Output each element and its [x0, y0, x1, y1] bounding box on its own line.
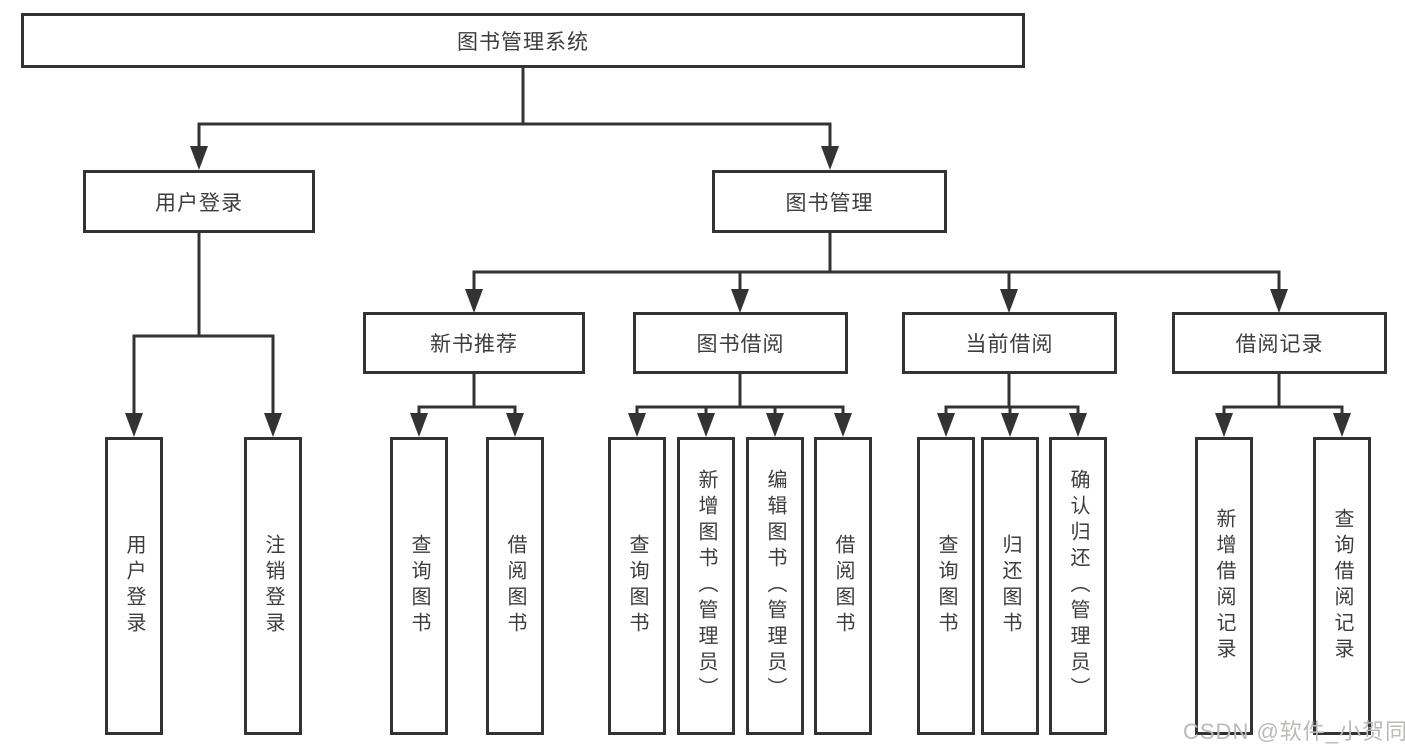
leaf-label: 确认归还（管理员）	[1067, 469, 1089, 703]
leaf-label: 用户登录	[123, 534, 145, 638]
leaf-edit-books-admin: 编辑图书（管理员）	[746, 437, 804, 735]
arrow-down-icon	[465, 289, 483, 313]
arrow-down-icon	[937, 413, 955, 437]
leaf-confirm-return-admin: 确认归还（管理员）	[1049, 437, 1107, 735]
leaf-label: 新增借阅记录	[1213, 508, 1235, 664]
leaf-label: 借阅图书	[832, 534, 854, 638]
leaf-logout: 注销登录	[244, 437, 302, 735]
leaf-borrow-books-recommend: 借阅图书	[486, 437, 544, 735]
node-label: 新书推荐	[430, 333, 518, 356]
arrow-down-icon	[264, 413, 282, 437]
arrow-down-icon	[1000, 289, 1018, 313]
arrow-down-icon	[190, 146, 208, 170]
node-label: 借阅记录	[1235, 333, 1324, 356]
leaf-user-login: 用户登录	[105, 437, 163, 735]
leaf-add-borrow-record: 新增借阅记录	[1195, 437, 1253, 735]
arrow-down-icon	[1001, 413, 1019, 437]
arrow-down-icon	[628, 413, 646, 437]
leaf-label: 新增图书（管理员）	[695, 469, 717, 703]
arrow-down-icon	[766, 413, 784, 437]
leaf-query-borrow-record: 查询借阅记录	[1313, 437, 1371, 735]
leaf-query-books-current: 查询图书	[917, 437, 975, 735]
node-current-borrow: 当前借阅	[902, 312, 1117, 374]
node-book-borrow: 图书借阅	[633, 312, 848, 374]
leaf-label: 查询借阅记录	[1331, 508, 1353, 664]
arrow-down-icon	[697, 413, 715, 437]
leaf-query-books-recommend: 查询图书	[390, 437, 448, 735]
node-label: 图书管理	[785, 191, 874, 215]
arrow-down-icon	[125, 413, 143, 437]
leaf-return-books: 归还图书	[981, 437, 1039, 735]
node-new-book-recommend: 新书推荐	[363, 312, 585, 374]
arrow-heads	[125, 146, 1351, 437]
arrow-down-icon	[506, 413, 524, 437]
arrow-down-icon	[1215, 413, 1233, 437]
node-borrow-records: 借阅记录	[1172, 312, 1387, 374]
arrow-down-icon	[834, 413, 852, 437]
leaf-add-books-admin: 新增图书（管理员）	[677, 437, 735, 735]
leaf-query-books-borrow: 查询图书	[608, 437, 666, 735]
arrow-down-icon	[731, 289, 749, 313]
arrow-down-icon	[1069, 413, 1087, 437]
leaf-label: 查询图书	[408, 534, 430, 638]
leaf-label: 查询图书	[626, 534, 648, 638]
node-root: 图书管理系统	[21, 13, 1025, 68]
tree-edges	[132, 68, 1344, 414]
node-label: 用户登录	[155, 191, 243, 215]
node-user-login: 用户登录	[83, 170, 315, 233]
leaf-label: 借阅图书	[504, 534, 526, 638]
leaf-label: 编辑图书（管理员）	[764, 469, 786, 703]
arrow-down-icon	[1270, 289, 1288, 313]
arrow-down-icon	[1333, 413, 1351, 437]
arrow-down-icon	[410, 413, 428, 437]
node-label: 图书借阅	[696, 333, 785, 356]
node-book-management: 图书管理	[712, 170, 947, 233]
leaf-label: 归还图书	[999, 534, 1021, 638]
leaf-label: 查询图书	[935, 534, 957, 638]
node-root-label: 图书管理系统	[457, 30, 589, 54]
node-label: 当前借阅	[965, 333, 1054, 356]
leaf-label: 注销登录	[262, 534, 284, 638]
csdn-watermark: CSDN @软件_小贺同学	[1183, 719, 1405, 744]
arrow-down-icon	[821, 146, 839, 170]
leaf-borrow-books: 借阅图书	[814, 437, 872, 735]
